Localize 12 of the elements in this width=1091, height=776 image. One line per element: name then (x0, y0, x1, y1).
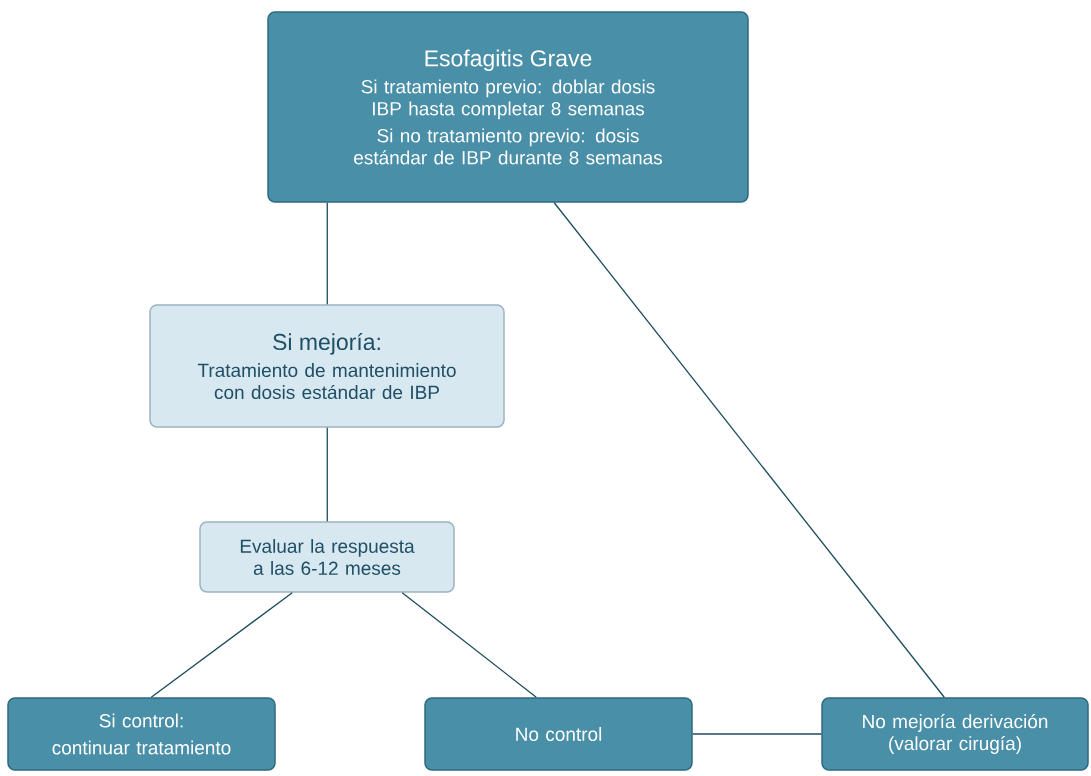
process-box: Evaluar la respuesta a las 6-12 meses (199, 521, 455, 593)
connector-line (553, 202, 945, 698)
process-box: Esofagitis Grave Si tratamiento previo: doblar dosis IBP hasta completar 8 semanas Si no tratamiento previo: dosis estándar de IBP durante 8 semanas (267, 11, 749, 203)
process-box: No mejoría derivación (valorar cirugía) (821, 697, 1089, 771)
connector-line (401, 592, 537, 698)
connector-line (326, 202, 328, 305)
process-box: No control (424, 697, 693, 771)
connector-line (326, 427, 328, 522)
process-box: Si mejoría: Tratamiento de mantenimiento con dosis estándar de IBP (149, 304, 505, 428)
process-box: Si control: continuar tratamiento (7, 697, 276, 771)
connector-line (692, 733, 822, 735)
connector-line (150, 592, 293, 698)
